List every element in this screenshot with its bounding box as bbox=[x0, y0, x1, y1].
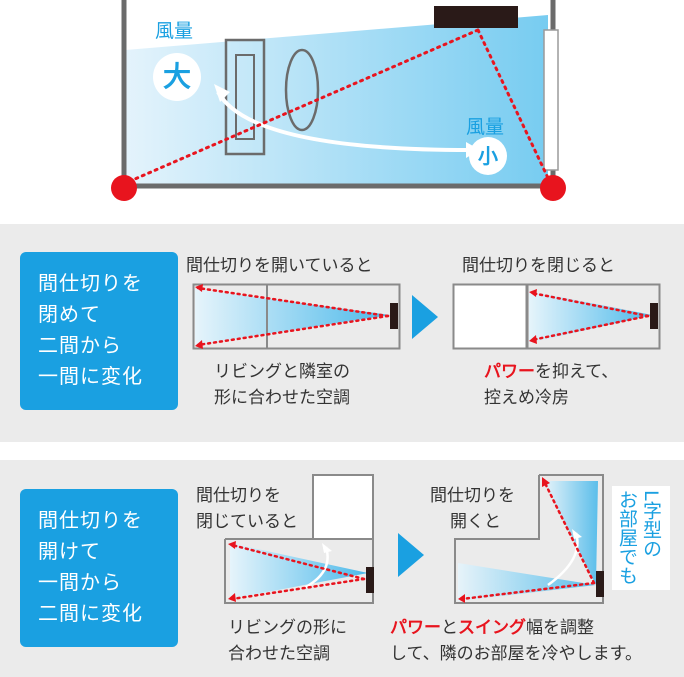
panel1-tag: 間仕切りを 閉めて 二間から 一間に変化 bbox=[20, 252, 178, 410]
airflow-line bbox=[530, 291, 650, 318]
room-airflow-diagram bbox=[111, 0, 566, 201]
room-outline bbox=[454, 474, 604, 604]
table-outline bbox=[284, 48, 320, 132]
airflow-line bbox=[530, 314, 650, 342]
vertical-label-box bbox=[612, 486, 670, 590]
panel2-left-caption-line: 合わせた空調 bbox=[228, 644, 330, 664]
swing-arrow-head bbox=[214, 84, 230, 102]
swing-highlight: スイング bbox=[458, 618, 526, 638]
swing-arrow-head bbox=[572, 529, 582, 539]
bookshelf-inner bbox=[235, 54, 255, 140]
panel2-right-heading-line: 開くと bbox=[450, 512, 501, 532]
panel2-tag-line: 間仕切りを bbox=[38, 508, 143, 532]
airflow-arrow-head bbox=[228, 593, 236, 602]
panel1-tag-line: 間仕切りを bbox=[38, 271, 143, 295]
panel1-left-room-diagram bbox=[192, 283, 401, 350]
transition-arrow bbox=[398, 533, 424, 577]
transition-arrow bbox=[412, 295, 438, 339]
airflow-line bbox=[196, 286, 390, 318]
panel2-tag-line: 一間から bbox=[38, 570, 122, 594]
airflow-region bbox=[195, 289, 390, 345]
airflow-label-large-value: 大 bbox=[162, 60, 191, 93]
panel2-right-heading-line: 間仕切りを bbox=[430, 486, 515, 506]
airflow-line bbox=[542, 479, 596, 585]
airflow-region bbox=[230, 543, 368, 599]
airflow-arrow-head bbox=[529, 289, 537, 297]
panel1-left-caption-line: 形に合わせた空調 bbox=[214, 388, 350, 408]
airflow-line-long bbox=[126, 28, 480, 184]
room-outline bbox=[224, 538, 374, 604]
airflow-arrow-head bbox=[228, 541, 236, 549]
air-conditioner-unit bbox=[650, 303, 658, 329]
panel2-bottom-caption: パワーとスイング幅を調整 bbox=[390, 616, 594, 640]
panel1-right-room-diagram bbox=[452, 283, 661, 350]
panel1-tag-line: 一間に変化 bbox=[38, 364, 143, 388]
vertical-label-line: お部屋でも bbox=[616, 490, 638, 585]
window bbox=[543, 29, 559, 171]
airflow-target-dot bbox=[540, 175, 566, 201]
bookshelf-outline bbox=[224, 38, 266, 156]
airflow-line bbox=[230, 543, 366, 581]
vertical-label-line: L字型の bbox=[640, 490, 662, 558]
swing-arrow-head bbox=[322, 543, 332, 553]
label-circle-small bbox=[469, 137, 507, 175]
air-conditioner-unit bbox=[596, 571, 604, 597]
room-outline bbox=[452, 283, 661, 350]
airflow-line bbox=[230, 577, 366, 601]
panel1-tag-line: 閉めて bbox=[38, 302, 101, 326]
airflow-line-short bbox=[476, 28, 550, 180]
panel2-left-heading-line: 閉じていると bbox=[196, 512, 298, 532]
air-conditioner-unit bbox=[434, 6, 518, 28]
air-conditioner-unit bbox=[366, 567, 374, 593]
panel1-left-caption-line: リビングと隣室の bbox=[214, 362, 350, 382]
closed-room bbox=[454, 285, 526, 348]
airflow-label-large-word: 風量 bbox=[155, 20, 194, 42]
panel1-right-heading: 間仕切りを閉じると bbox=[462, 256, 615, 276]
airflow-region bbox=[126, 15, 548, 185]
panel2-tag: 間仕切りを 開けて 一間から 二間に変化 bbox=[20, 489, 178, 647]
label-circle-large bbox=[153, 53, 201, 101]
airflow-label-small-word: 風量 bbox=[466, 116, 505, 138]
panel2-bottom-caption-line2: して、隣のお部屋を冷やします。 bbox=[390, 644, 642, 664]
panel1-right-caption-line2: 控えめ冷房 bbox=[484, 388, 569, 408]
panel1-right-caption: パワーを抑えて、 bbox=[484, 360, 618, 384]
panel2-bottom-caption-rest: 幅を調整 bbox=[526, 618, 594, 638]
airflow-arrow-head bbox=[529, 335, 537, 344]
airflow-arrow-head bbox=[195, 284, 203, 292]
airflow-line bbox=[196, 314, 390, 347]
airflow-arrow-head bbox=[542, 477, 550, 487]
panel2-tag-line: 二間に変化 bbox=[38, 601, 143, 625]
panel1-right-caption-rest: を抑えて、 bbox=[535, 362, 619, 382]
air-conditioner-unit bbox=[390, 303, 398, 329]
panel2-left-heading-line: 間仕切りを bbox=[196, 486, 281, 506]
airflow-label-small-value: 小 bbox=[478, 144, 498, 168]
panel2-left-caption-line: リビングの形に bbox=[228, 618, 347, 638]
airflow-region bbox=[458, 563, 596, 601]
airflow-line bbox=[460, 581, 596, 601]
power-highlight: パワー bbox=[390, 618, 441, 638]
panel2-right-room-diagram bbox=[454, 474, 604, 604]
power-highlight: パワー bbox=[484, 362, 535, 382]
panel1-tag-line: 二間から bbox=[38, 333, 122, 357]
airflow-target-dot bbox=[111, 175, 137, 201]
panel2-left-room-diagram bbox=[224, 474, 374, 604]
panel2-tag-line: 開けて bbox=[38, 539, 101, 563]
airflow-arrow-head bbox=[458, 594, 465, 603]
panel2-bottom-caption-mid: と bbox=[441, 618, 458, 638]
closed-room bbox=[312, 474, 374, 540]
room-outline bbox=[192, 283, 401, 350]
swing-arc bbox=[216, 91, 471, 152]
airflow-arrow-head bbox=[195, 340, 203, 349]
airflow-region bbox=[529, 291, 652, 343]
panel1-left-heading: 間仕切りを開いていると bbox=[186, 256, 373, 276]
